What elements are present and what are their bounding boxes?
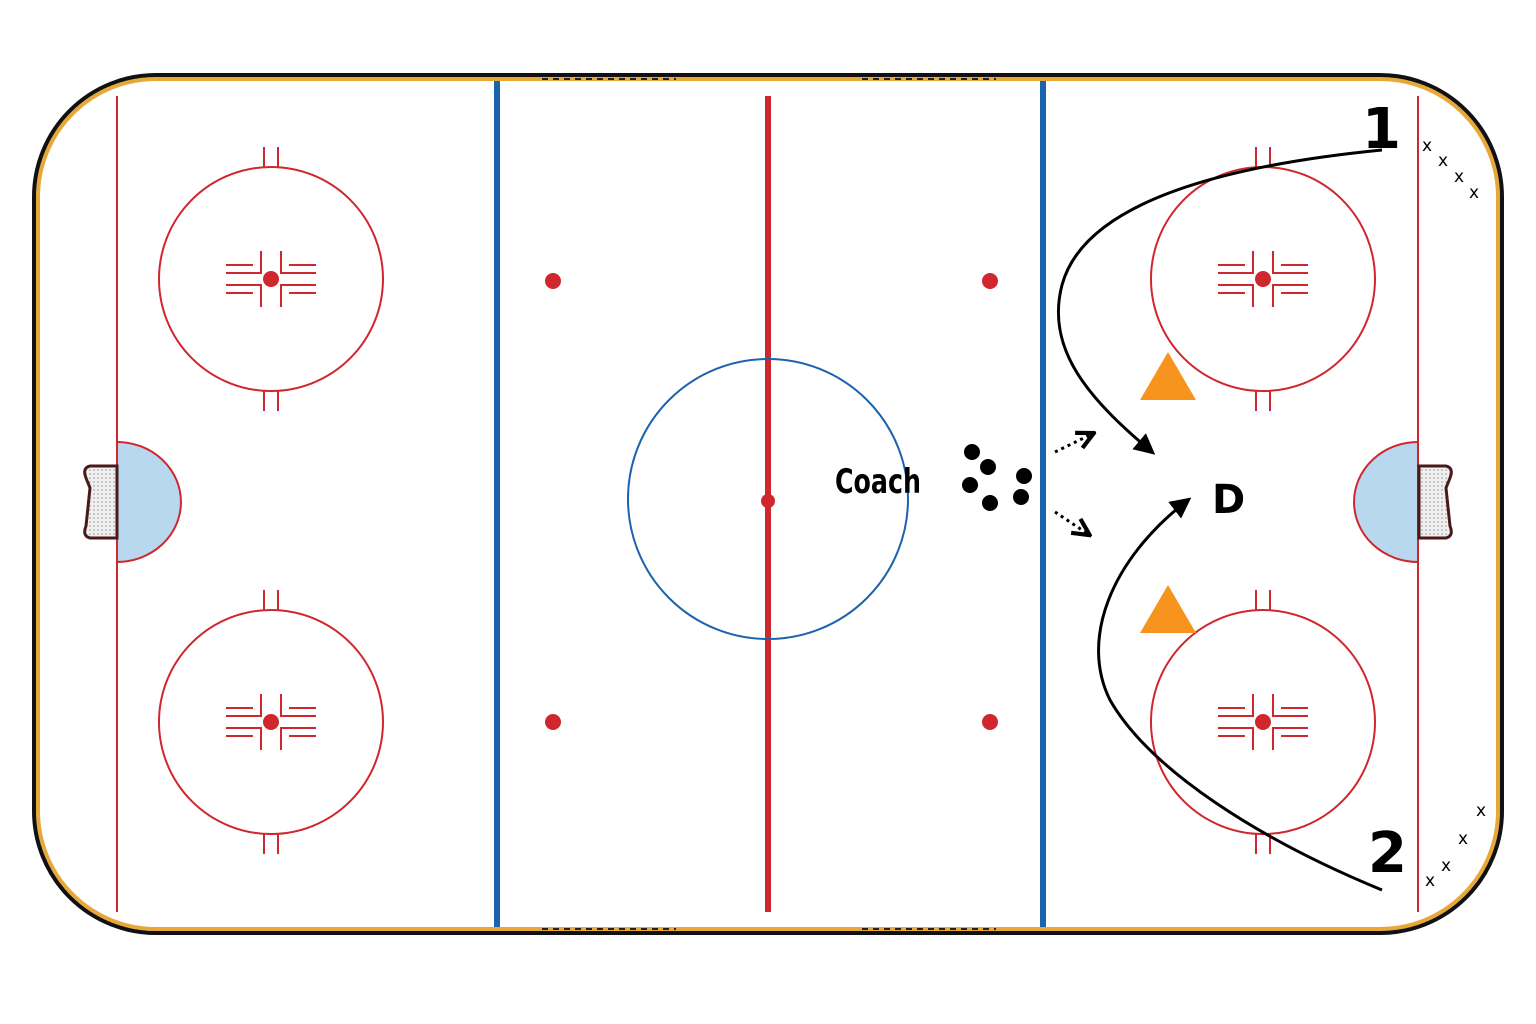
center-faceoff-dot [761,494,775,508]
lineup-bottom: x x x x [1425,801,1486,891]
goal-net-right [1417,464,1453,540]
puck [962,477,978,493]
lineup-x-mark: x [1469,183,1479,203]
puck [964,444,980,460]
coach-label: Coach [835,462,921,502]
neutral-zone-dots [545,273,998,730]
cone-top [1140,352,1196,400]
faceoff-dot [263,714,279,730]
rink-boards [32,73,1504,935]
faceoff-dot [1255,271,1271,287]
lineup-x-mark: x [1476,801,1486,821]
faceoff-dot [1255,714,1271,730]
lineup-x-mark: x [1425,871,1435,891]
lineup-x-mark: x [1458,829,1468,849]
lineup-x-mark: x [1454,167,1464,187]
crease-right [1353,440,1419,564]
puck-pile [962,444,1032,511]
cone-bottom [1140,585,1196,633]
lineup-x-mark: x [1438,151,1448,171]
puck [1013,489,1029,505]
faceoff-circle [158,147,384,411]
player-2-label: 2 [1368,821,1407,886]
center-circle [627,358,909,640]
lineup-top: x x x x [1422,136,1479,203]
puck [980,459,996,475]
player-1-label: 1 [1362,97,1401,162]
lineup-x-mark: x [1422,136,1432,156]
goal-net-left [83,464,119,540]
skate-path-player-1 [1056,148,1383,455]
faceoff-dot [263,271,279,287]
defender-label: D [1212,477,1245,523]
crease-left [116,440,182,564]
bench-dashes [542,78,996,930]
puck [982,495,998,511]
skate-path-player-2 [1097,497,1383,892]
faceoff-circle [158,590,384,854]
puck [1016,468,1032,484]
lineup-x-mark: x [1441,856,1451,876]
